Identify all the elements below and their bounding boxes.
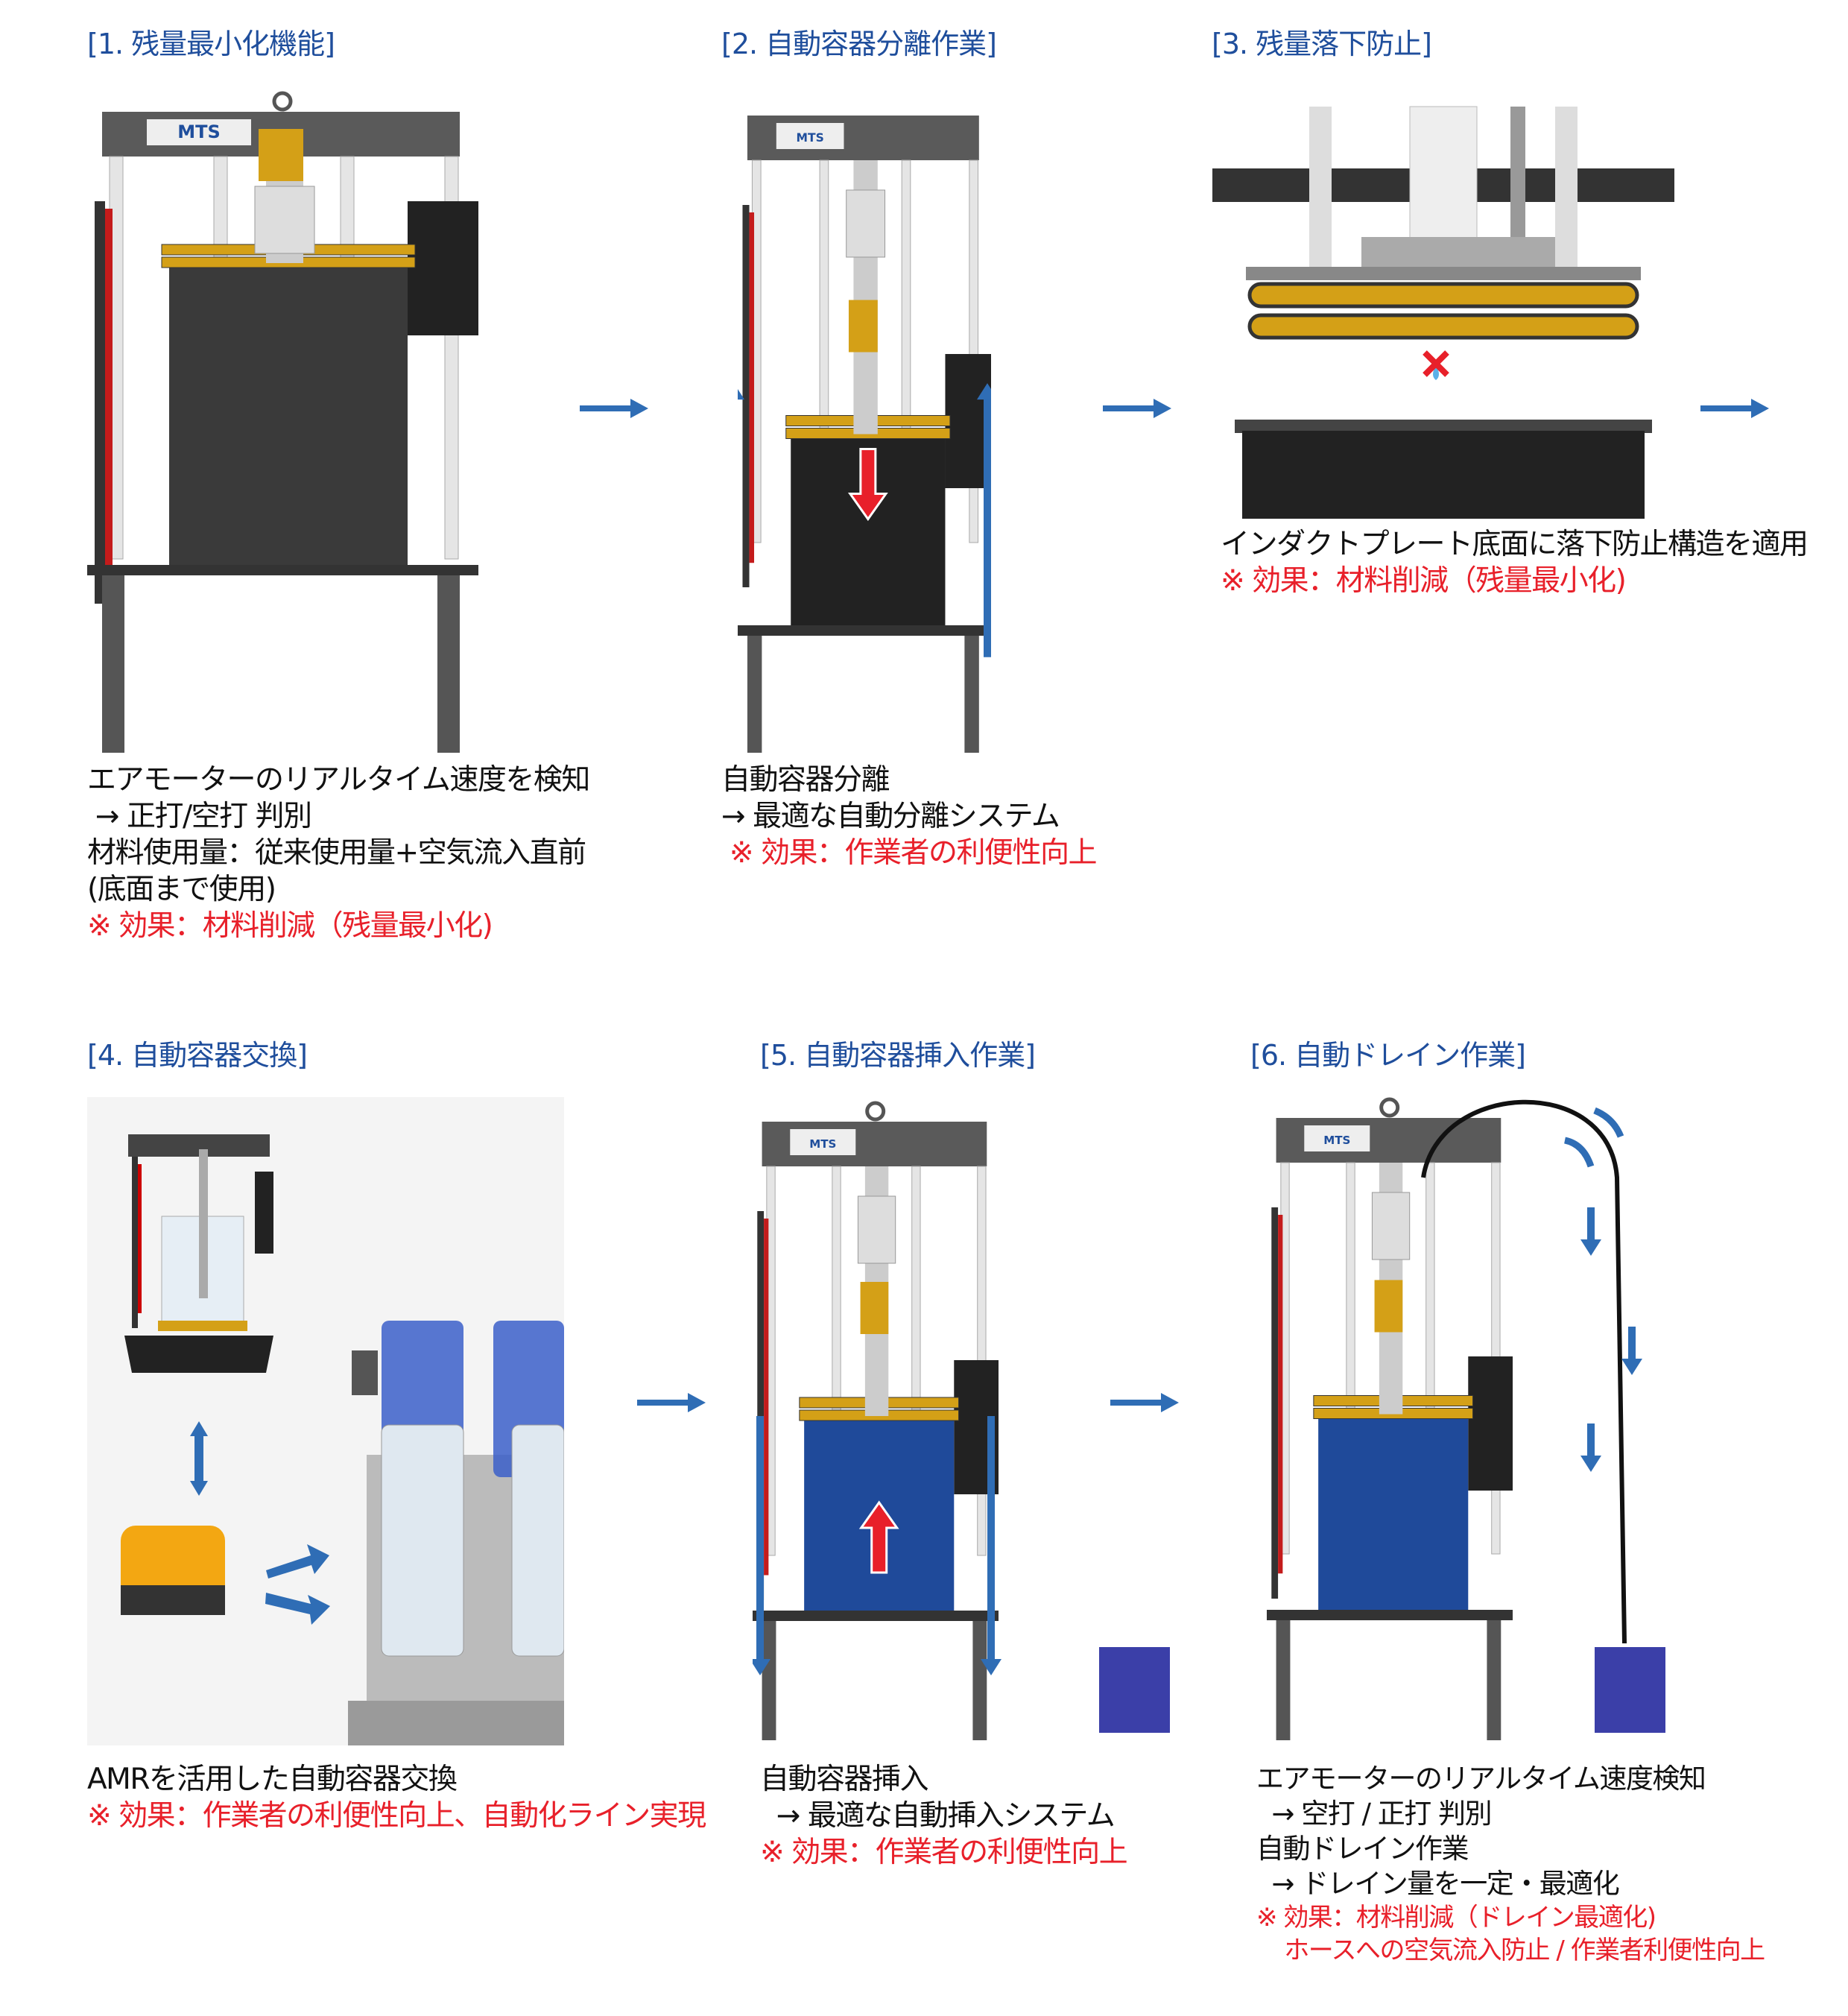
caption-line: 材料使用量：従来使用量+空気流入直前	[87, 836, 586, 870]
svg-text:MTS: MTS	[177, 121, 221, 142]
caption-line: → ドレイン量を一定・最適化	[1256, 1868, 1620, 1900]
step-5-title: [5. 自動容器挿入作業]	[760, 1039, 1036, 1072]
caption-line: 自動容器分離	[721, 763, 890, 797]
step-6-title: [6. 自動ドレイン作業]	[1250, 1039, 1526, 1072]
caption-line: → 最適な自動挿入システム	[760, 1799, 1116, 1833]
flow-arrow-right-icon	[1700, 399, 1769, 418]
effect-line: ※ 効果：作業者の利便性向上	[760, 1836, 1128, 1869]
step-3-plate-closeup-image	[1212, 106, 1674, 519]
effect-line: ホースへの空気流入防止 / 作業者利便性向上	[1256, 1936, 1765, 1965]
flow-arrow-right-icon	[580, 399, 648, 418]
step-1-machine-image: MTS	[87, 91, 478, 753]
effect-line: ※ 効果：材料削減（ドレイン最適化)	[1256, 1903, 1656, 1933]
step-5-machine-image: MTS	[753, 1101, 1170, 1740]
caption-line: → 空打 / 正打 判別	[1256, 1798, 1493, 1830]
caption-line: (底面まで使用)	[87, 873, 276, 906]
step-5-caption: 自動容器挿入 → 最適な自動挿入システム ※ 効果：作業者の利便性向上	[760, 1761, 1128, 1871]
effect-line: ※ 効果：作業者の利便性向上	[721, 836, 1098, 870]
step-1-title: [1. 残量最小化機能]	[87, 28, 335, 60]
step-3-caption: インダクトプレート底面に落下防止構造を適用 ※ 効果：材料削減（残量最小化)	[1221, 526, 1809, 599]
step-4-caption: AMRを活用した自動容器交換 ※ 効果：作業者の利便性向上、自動化ライン実現	[87, 1761, 706, 1834]
effect-line: ※ 効果：材料削減（残量最小化)	[87, 909, 493, 943]
svg-text:MTS: MTS	[809, 1137, 836, 1151]
caption-line: 自動ドレイン作業	[1256, 1833, 1469, 1865]
svg-text:MTS: MTS	[797, 131, 824, 145]
step-6-machine-image: MTS	[1267, 1097, 1665, 1740]
effect-line: ※ 効果：材料削減（残量最小化)	[1221, 564, 1627, 598]
caption-line: → 最適な自動分離システム	[721, 800, 1060, 833]
caption-line: → 正打/空打 判別	[87, 800, 312, 833]
caption-line: 自動容器挿入	[760, 1763, 929, 1796]
svg-text:MTS: MTS	[1323, 1134, 1350, 1147]
step-4-title: [4. 自動容器交換]	[87, 1039, 308, 1072]
step-2-caption: 自動容器分離 → 最適な自動分離システム ※ 効果：作業者の利便性向上	[721, 762, 1098, 871]
step-2-title: [2. 自動容器分離作業]	[721, 28, 997, 60]
caption-line: AMRを活用した自動容器交換	[87, 1763, 458, 1796]
step-2-machine-image: MTS	[738, 116, 991, 753]
step-4-amr-exchange-image	[87, 1097, 564, 1745]
caption-line: エアモーターのリアルタイム速度を検知	[87, 763, 590, 797]
step-1-caption: エアモーターのリアルタイム速度を検知 → 正打/空打 判別 材料使用量：従来使用…	[87, 762, 590, 944]
caption-line: エアモーターのリアルタイム速度検知	[1256, 1763, 1706, 1795]
step-6-caption: エアモーターのリアルタイム速度検知 → 空打 / 正打 判別 自動ドレイン作業 …	[1256, 1761, 1765, 1967]
flow-arrow-right-icon	[1110, 1393, 1179, 1412]
caption-line: インダクトプレート底面に落下防止構造を適用	[1221, 528, 1809, 561]
effect-line: ※ 効果：作業者の利便性向上、自動化ライン実現	[87, 1799, 706, 1833]
step-3-title: [3. 残量落下防止]	[1212, 28, 1432, 60]
flow-arrow-right-icon	[1103, 399, 1171, 418]
flow-arrow-right-icon	[637, 1393, 706, 1412]
